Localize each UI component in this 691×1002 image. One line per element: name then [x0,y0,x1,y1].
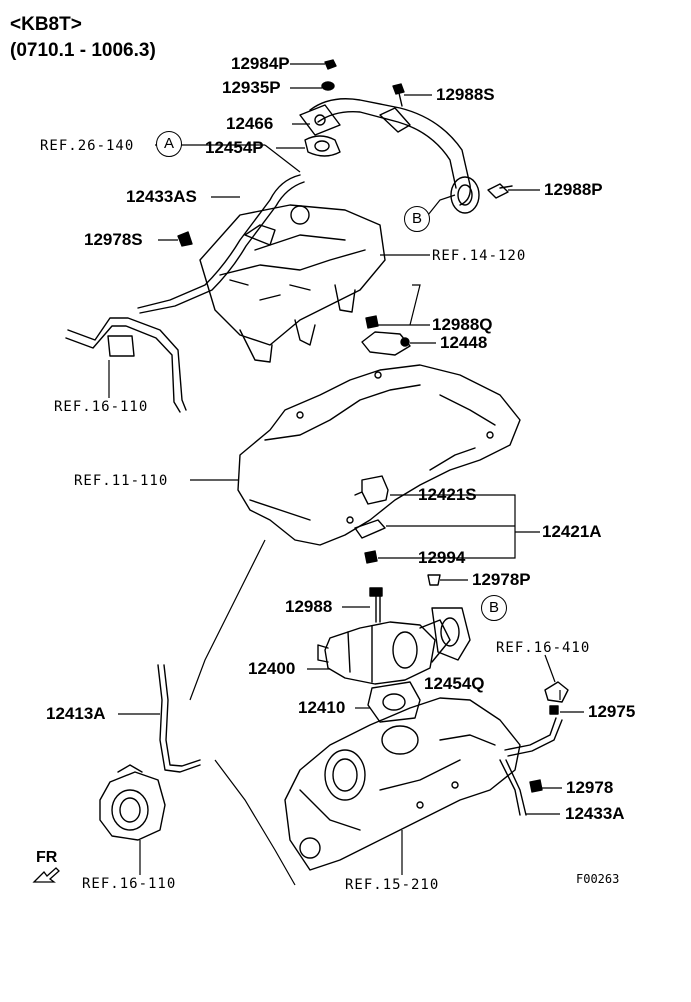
part-12454P[interactable]: 12454P [205,138,264,157]
throttle-body [99,764,166,841]
part-12410[interactable]: 12410 [298,698,346,717]
part-12978[interactable]: 12978 [566,778,614,797]
bolt-12988Q [365,315,379,329]
part-12935P[interactable]: 12935P [222,78,281,97]
solenoid-12421S [354,475,389,505]
part-12400[interactable]: 12400 [248,659,296,678]
bolt-12988P [487,183,513,199]
clip-12975 [549,705,559,715]
bracket-12421A [354,519,386,539]
part-12988Q[interactable]: 12988Q [432,315,493,334]
part-12984P[interactable]: 12984P [231,54,290,73]
ref-15-210[interactable]: REF.15-210 [345,877,440,893]
intake-manifold-lower [284,697,521,871]
hose-12433AS [137,174,305,314]
figure-code: F00263 [576,872,620,886]
part-12978S[interactable]: 12978S [84,230,143,249]
gasket-12454P [304,135,341,157]
clip-12978S [177,231,193,247]
nut-12984P [324,59,337,70]
part-12988P[interactable]: 12988P [544,180,603,199]
washer-12935P [321,81,335,91]
part-12975[interactable]: 12975 [588,702,636,721]
front-label: FR [36,849,58,866]
ref-16-110-lower[interactable]: REF.16-110 [82,876,177,892]
part-12988S[interactable]: 12988S [436,85,495,104]
sensor-ref16-410 [544,681,569,703]
gasket-12454Q [431,607,471,661]
part-12988[interactable]: 12988 [285,597,333,616]
part-12466[interactable]: 12466 [226,114,274,133]
part-12433A[interactable]: 12433A [565,804,625,823]
bolt-12988S [392,83,405,107]
ref-16-110-upper[interactable]: REF.16-110 [54,399,149,415]
gasket-12410 [367,681,421,723]
bolt-12978P [427,574,441,586]
bracket-12448 [361,331,411,356]
clip-12978 [529,779,543,793]
callout-b-upper: B [404,206,430,232]
date-range: (0710.1 - 1006.3) [10,40,156,61]
ref-14-120[interactable]: REF.14-120 [432,248,527,264]
part-12433AS[interactable]: 12433AS [126,187,197,206]
part-12413A[interactable]: 12413A [46,704,106,723]
hose-12413A [157,664,201,773]
part-12421S[interactable]: 12421S [418,485,477,504]
egr-pipe-12466 [299,98,480,214]
egr-valve-12400 [317,619,451,685]
cylinder-head [237,364,521,546]
front-arrow-icon [32,867,60,883]
part-12978P[interactable]: 12978P [472,570,531,589]
part-12421A[interactable]: 12421A [542,522,602,541]
nut-12994 [364,550,378,564]
part-12448[interactable]: 12448 [440,333,488,352]
part-12454Q[interactable]: 12454Q [424,674,485,693]
model-code: <KB8T> [10,14,82,35]
intake-manifold-upper [199,204,386,363]
callout-a: A [156,131,182,157]
part-12994[interactable]: 12994 [418,548,466,567]
bolt-12988 [369,587,383,623]
hose-ref16-110-upper [65,317,187,413]
ref-26-140[interactable]: REF.26-140 [40,138,135,154]
ref-11-110[interactable]: REF.11-110 [74,473,169,489]
hose-12433A [499,717,563,816]
ref-16-410[interactable]: REF.16-410 [496,640,591,656]
callout-b-lower: B [481,595,507,621]
